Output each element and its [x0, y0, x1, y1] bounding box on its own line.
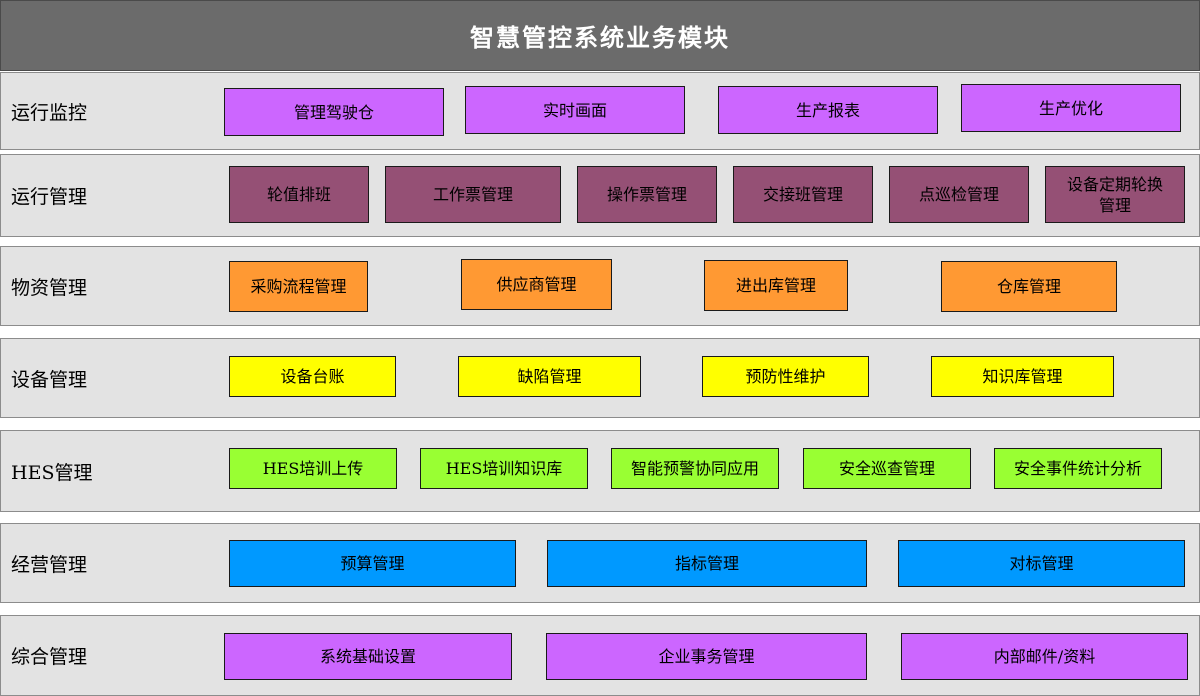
row-material-management: 物资管理 采购流程管理 供应商管理 进出库管理 仓库管理	[0, 246, 1200, 326]
row-label: 物资管理	[11, 276, 88, 299]
row-operation-management: 运行管理 轮值排班 工作票管理 操作票管理 交接班管理 点巡检管理 设备定期轮换…	[0, 154, 1200, 237]
module-box: 交接班管理	[733, 166, 873, 223]
row-label: 运行管理	[11, 186, 88, 208]
module-box: 安全事件统计分析	[994, 448, 1162, 489]
row-business-management: 经营管理 预算管理 指标管理 对标管理	[0, 523, 1200, 603]
module-box: 知识库管理	[931, 356, 1114, 397]
row-label: 运行监控	[11, 101, 88, 124]
module-box: 生产报表	[718, 86, 938, 134]
module-box: 内部邮件/资料	[901, 633, 1188, 680]
module-box: 设备定期轮换管理	[1045, 166, 1185, 223]
module-box: 企业事务管理	[546, 633, 867, 680]
row-hes-management: HES管理 HES培训上传 HES培训知识库 智能预警协同应用 安全巡查管理 安…	[0, 430, 1200, 512]
row-operation-monitoring: 运行监控 管理驾驶仓 实时画面 生产报表 生产优化	[0, 72, 1200, 150]
module-box: 智能预警协同应用	[611, 448, 779, 489]
module-box: 系统基础设置	[224, 633, 512, 680]
module-box: 点巡检管理	[889, 166, 1029, 223]
module-box: 安全巡查管理	[803, 448, 971, 489]
row-label: HES管理	[11, 461, 93, 484]
module-box: 供应商管理	[461, 259, 612, 310]
module-box: HES培训知识库	[420, 448, 588, 489]
module-box: 轮值排班	[229, 166, 369, 223]
module-box: 工作票管理	[385, 166, 561, 223]
module-box: 管理驾驶仓	[224, 88, 444, 136]
module-box: 设备台账	[229, 356, 396, 397]
module-box: 生产优化	[961, 84, 1181, 132]
diagram-title: 智慧管控系统业务模块	[0, 0, 1200, 71]
row-general-management: 综合管理 系统基础设置 企业事务管理 内部邮件/资料	[0, 615, 1200, 696]
module-box: 采购流程管理	[229, 261, 368, 312]
module-box: 操作票管理	[577, 166, 717, 223]
module-box: 预算管理	[229, 540, 516, 587]
module-box: 实时画面	[465, 86, 685, 134]
row-label: 综合管理	[11, 646, 88, 668]
row-label: 设备管理	[11, 368, 88, 391]
module-box: 指标管理	[547, 540, 867, 587]
module-box: 对标管理	[898, 540, 1185, 587]
module-box: 缺陷管理	[458, 356, 641, 397]
row-equipment-management: 设备管理 设备台账 缺陷管理 预防性维护 知识库管理	[0, 338, 1200, 418]
module-box: HES培训上传	[229, 448, 397, 489]
row-label: 经营管理	[11, 553, 88, 576]
module-box: 仓库管理	[941, 261, 1117, 312]
module-box: 进出库管理	[704, 260, 848, 311]
module-box: 预防性维护	[702, 356, 869, 397]
